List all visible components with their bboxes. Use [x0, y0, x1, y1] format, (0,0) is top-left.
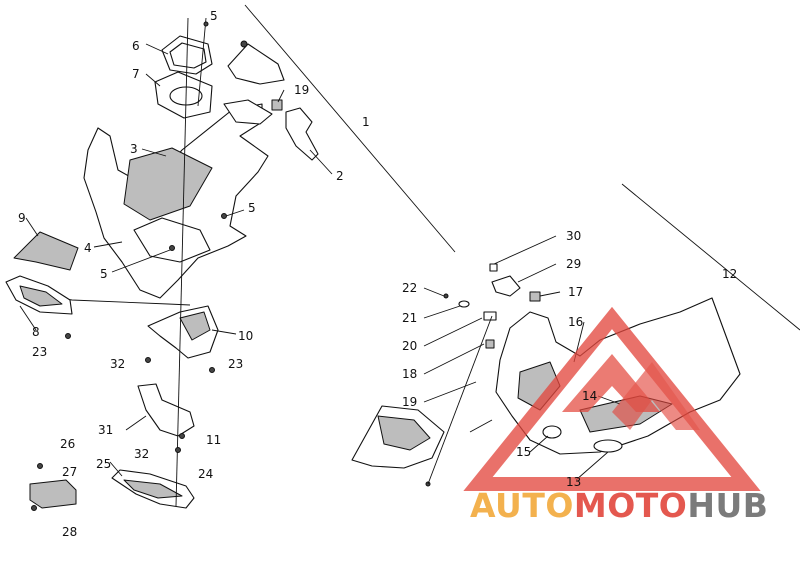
callout-26: 26	[60, 437, 75, 451]
watermark: AUTOMOTOHUB	[463, 306, 768, 525]
callout-31: 31	[98, 423, 113, 437]
watermark-word-auto: AUTO	[470, 486, 574, 525]
fastener-32-upper	[145, 357, 151, 363]
lower-trim-shade	[19, 285, 63, 307]
callout-5: 5	[210, 9, 218, 23]
part-9-divider	[59, 297, 191, 306]
callout-2: 2	[336, 169, 344, 183]
callout-25: 25	[96, 457, 111, 471]
callout-5-right: 5	[248, 201, 256, 215]
callout-1: 1	[362, 115, 370, 129]
fastener-5-right	[221, 213, 227, 219]
callout-19: 19	[294, 83, 309, 97]
watermark-logo-icon	[463, 306, 761, 491]
fastener-23-left	[65, 333, 71, 339]
fastener-5-left	[169, 245, 175, 251]
side-panel-part	[13, 231, 79, 271]
callout-23-right: 23	[228, 357, 243, 371]
fairing-mesh-panel	[123, 147, 213, 221]
callout-15: 15	[516, 445, 531, 459]
callout-11: 11	[206, 433, 221, 447]
callout-7: 7	[132, 67, 140, 81]
callout-3: 3	[130, 142, 138, 156]
skid-plate-shade	[123, 479, 183, 499]
fastener-axis-line-2	[427, 315, 493, 485]
callout-17: 17	[568, 285, 583, 299]
fastener-23-right	[209, 367, 215, 373]
front-fairing-assembly	[5, 4, 456, 511]
washer-part	[458, 300, 470, 308]
callout-32-upper: 32	[110, 357, 125, 371]
callout-27: 27	[62, 465, 77, 479]
callout-12: 12	[722, 267, 737, 281]
heat-shield-shade	[179, 311, 211, 341]
callout-16: 16	[568, 315, 583, 329]
callout-13: 13	[566, 475, 581, 489]
callout-18: 18	[402, 367, 417, 381]
assembly-bracket-line-2	[621, 183, 800, 331]
top-bracket-part	[227, 43, 285, 85]
callout-23-left: 23	[32, 345, 47, 359]
nut-part	[485, 339, 495, 349]
fastener-axis-line	[197, 17, 207, 107]
callout-32-lower: 32	[134, 447, 149, 461]
callout-10: 10	[238, 329, 253, 343]
grommet	[542, 425, 562, 439]
callout-30: 30	[566, 229, 581, 243]
fastener-5-top	[203, 21, 209, 27]
assembly-bracket-line	[244, 4, 456, 253]
watermark-text: AUTOMOTOHUB	[470, 486, 768, 525]
top-fastener	[240, 40, 248, 48]
drain-plug	[593, 439, 623, 453]
callout-19-right: 19	[402, 395, 417, 409]
side-cover-shade	[377, 415, 431, 451]
fastener-11	[179, 433, 185, 439]
callout-5-left: 5	[100, 267, 108, 281]
callout-22: 22	[402, 281, 417, 295]
callout-28: 28	[62, 525, 77, 539]
callout-6: 6	[132, 39, 140, 53]
callout-4: 4	[84, 241, 92, 255]
module-fastener-bottom	[31, 505, 37, 511]
callout-14: 14	[582, 389, 597, 403]
support-bracket-part	[285, 107, 319, 161]
fairing-lower-panel	[133, 217, 211, 263]
callout-8: 8	[32, 325, 40, 339]
callout-21: 21	[402, 311, 417, 325]
callout-29: 29	[566, 257, 581, 271]
heat-shield-part	[147, 305, 219, 359]
gasket-inner	[169, 42, 207, 69]
connector-part	[491, 275, 521, 297]
fairing-top-lip	[223, 99, 273, 125]
callout-24: 24	[198, 467, 213, 481]
callout-9: 9	[18, 211, 26, 225]
fastener-32-lower	[175, 447, 181, 453]
square-clip-part	[529, 291, 541, 302]
control-module-part	[29, 479, 77, 509]
mount-bracket-part	[137, 383, 195, 437]
bushing-part	[483, 311, 497, 321]
module-fastener-top	[37, 463, 43, 469]
assembly-axis-line	[175, 17, 189, 507]
watermark-word-moto: MOTO	[574, 486, 687, 525]
callout-labels: 5 6 7 19 1 3 2 5 9 4 5 8 10 23 32 23 31 …	[18, 9, 737, 539]
cap-part	[489, 263, 498, 272]
screw-part	[443, 293, 449, 299]
callout-20: 20	[402, 339, 417, 353]
clip-part	[271, 99, 283, 111]
watermark-word-hub: HUB	[687, 486, 768, 525]
